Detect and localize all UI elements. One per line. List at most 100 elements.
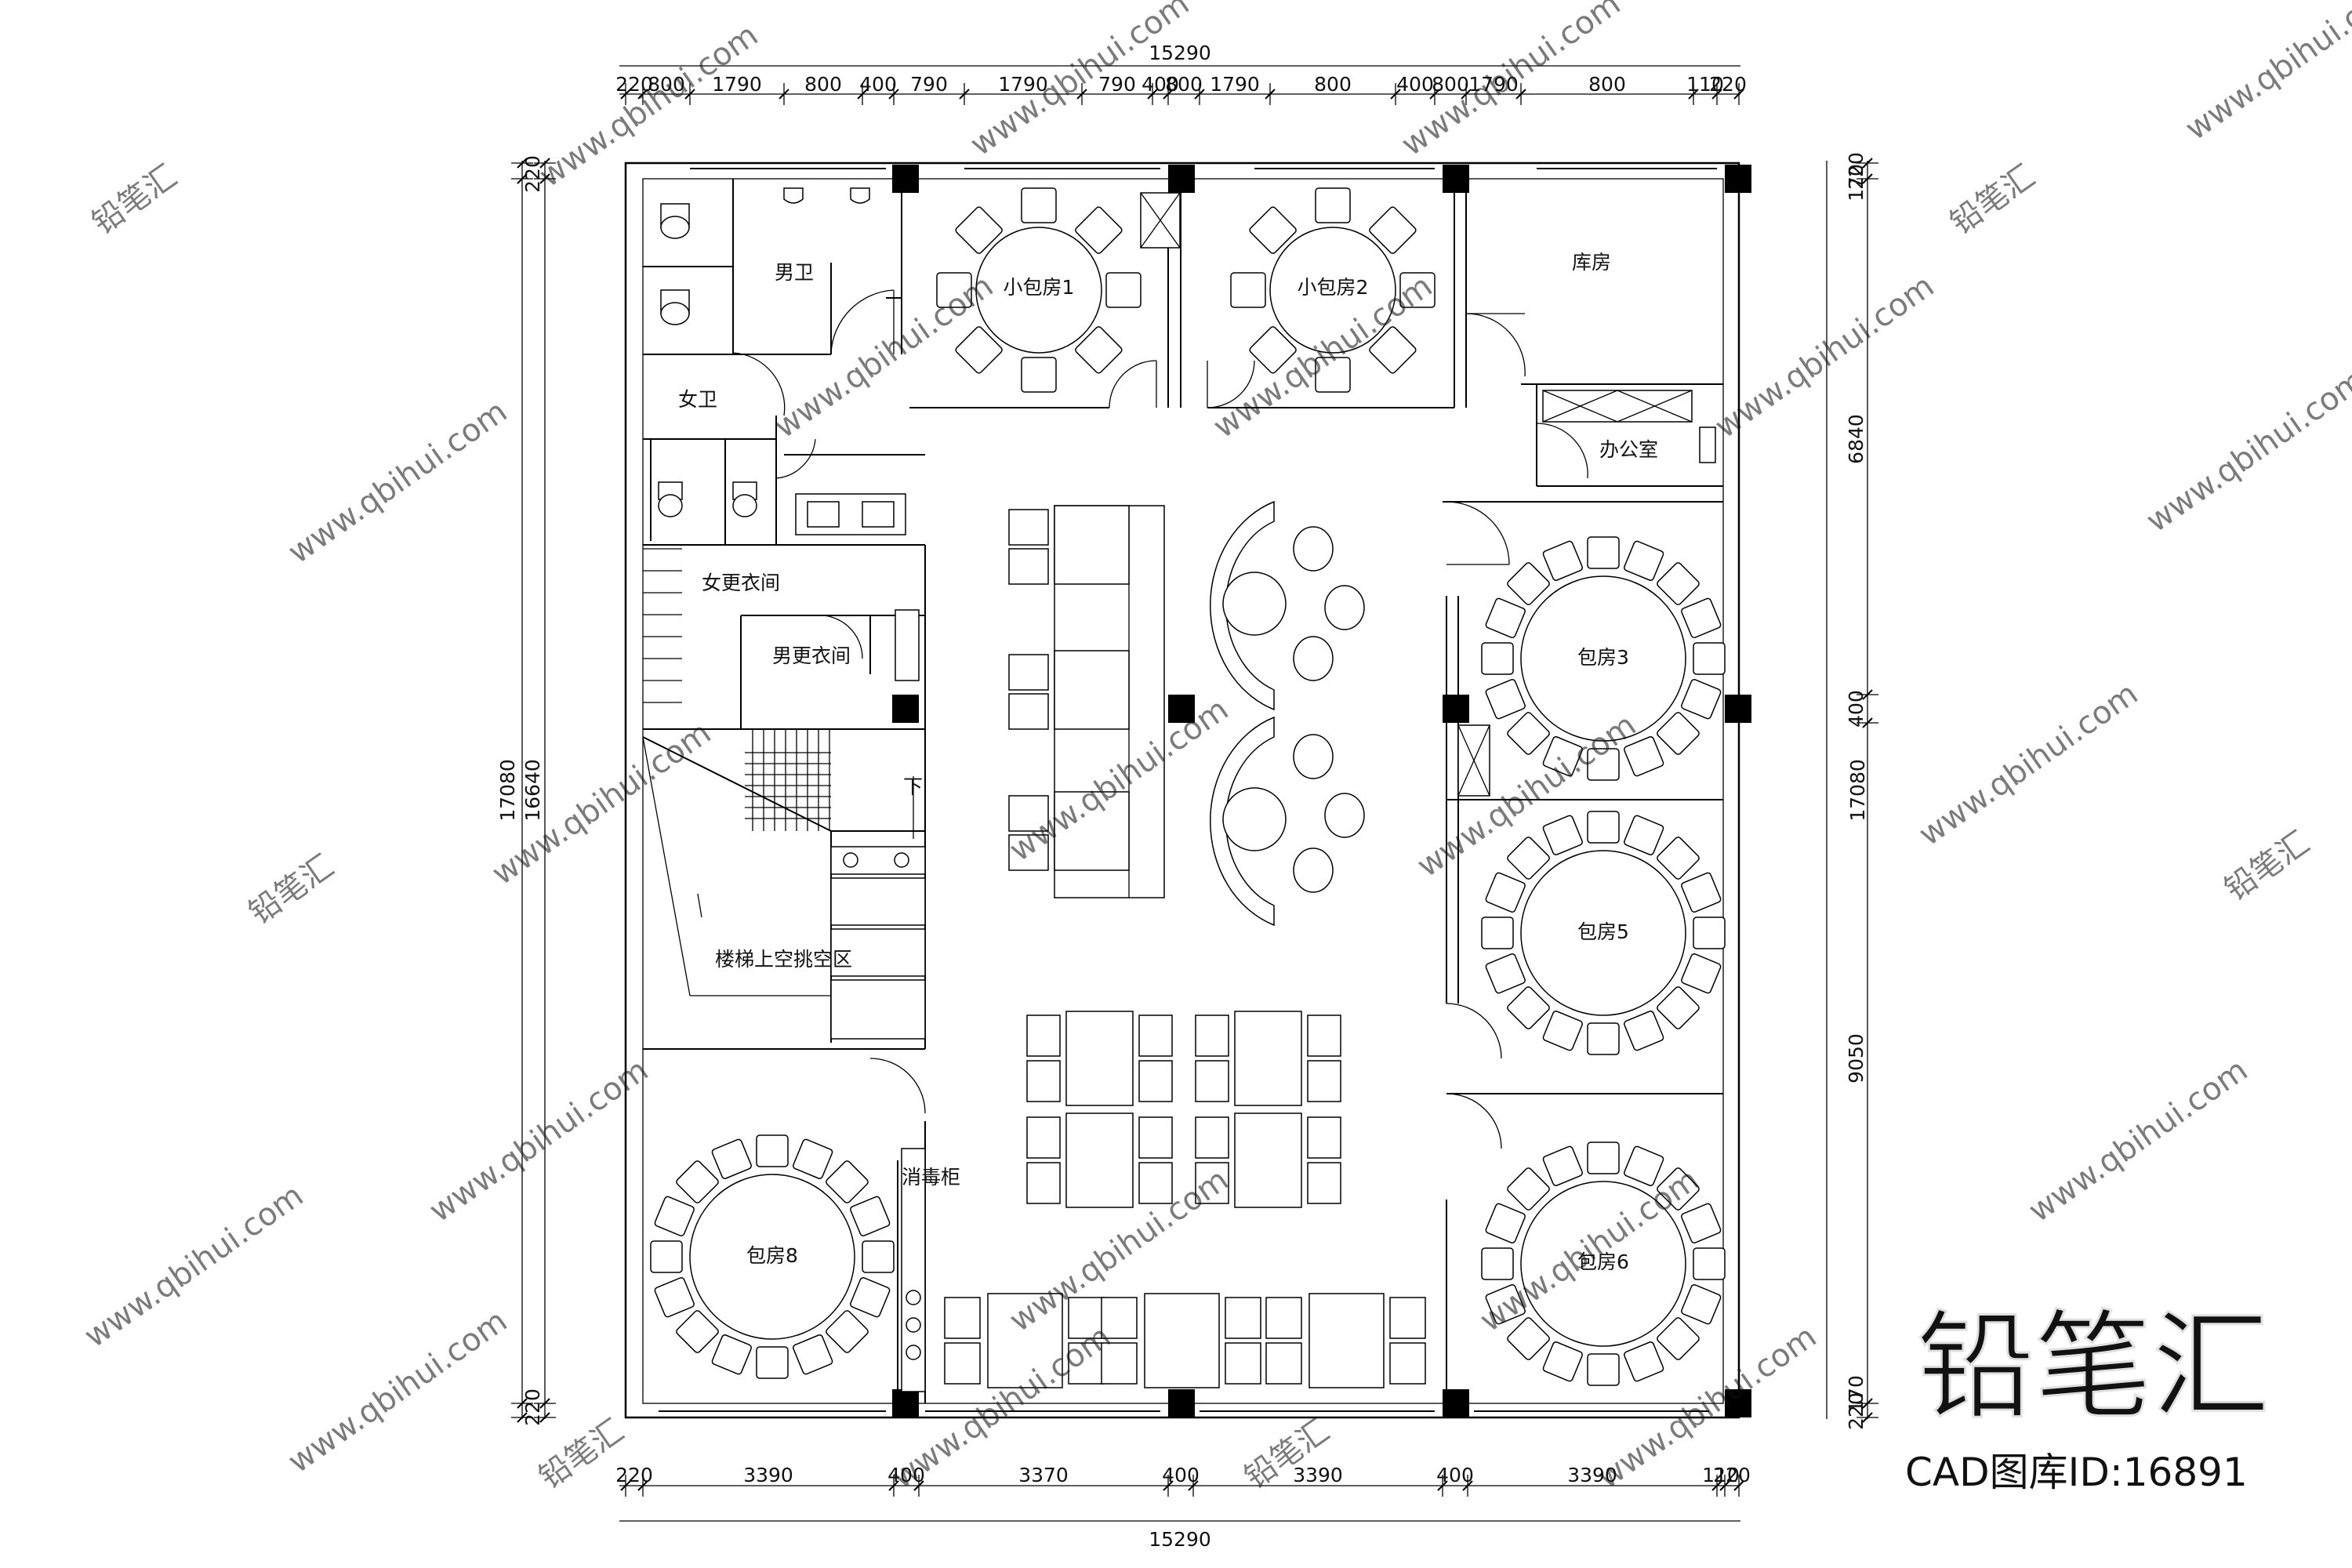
right-segment-dim: 400 xyxy=(1845,690,1867,728)
chair xyxy=(944,1342,981,1385)
chair xyxy=(862,1240,895,1273)
bottom-total-dim: 15290 xyxy=(1149,1528,1211,1551)
bottom-segment-dim: 3390 xyxy=(1293,1464,1343,1486)
chair xyxy=(826,1160,869,1203)
private-8-label: 包房8 xyxy=(746,1244,798,1267)
door-swings xyxy=(732,289,1588,1149)
chair xyxy=(1315,187,1351,223)
chair xyxy=(1481,1247,1514,1280)
chair xyxy=(1542,736,1583,777)
right-segment-dim: 6840 xyxy=(1845,414,1867,464)
round-table xyxy=(1269,227,1396,354)
chair xyxy=(1307,1116,1341,1159)
chair xyxy=(1542,815,1583,855)
bottom-segment-dim: 3390 xyxy=(743,1464,793,1486)
storage-label: 库房 xyxy=(1572,251,1611,274)
chair xyxy=(1230,272,1266,308)
round-table xyxy=(1520,850,1686,1016)
chair xyxy=(1507,562,1550,605)
chair xyxy=(1507,986,1550,1029)
bottom-segment-dim: 400 xyxy=(1436,1464,1474,1486)
chair xyxy=(1657,562,1700,605)
brand-watermark: 铅笔汇 xyxy=(1917,1299,2270,1436)
chair xyxy=(650,1240,683,1273)
chair xyxy=(1485,1284,1526,1325)
chair xyxy=(1369,326,1417,374)
chair xyxy=(955,206,1003,254)
chair xyxy=(1249,206,1297,254)
dining-table xyxy=(1234,1112,1302,1208)
chair xyxy=(1021,187,1057,223)
top-segment-dim: 800 xyxy=(1165,73,1203,96)
chair xyxy=(1587,811,1620,844)
dining-table xyxy=(1065,1112,1134,1208)
chair xyxy=(1485,1203,1526,1243)
top-segment-dim: 1790 xyxy=(998,73,1048,96)
chair xyxy=(793,1138,833,1179)
repeating-watermark: www.qbihui.com xyxy=(281,1303,514,1480)
chair xyxy=(1195,1116,1229,1159)
chair xyxy=(1657,712,1700,755)
repeating-watermark: 铅笔汇 xyxy=(1944,158,2042,242)
repeating-watermark: www.qbihui.com xyxy=(1708,268,1940,445)
bottom-segment-dim: 3370 xyxy=(1018,1464,1069,1486)
bottom-segment-dim: 110 xyxy=(1702,1464,1740,1486)
repeating-watermark: www.qbihui.com xyxy=(78,1178,310,1355)
dining-table xyxy=(1234,1011,1302,1106)
chair xyxy=(1485,953,1526,994)
chair xyxy=(1657,1167,1700,1210)
top-segment-dim: 1790 xyxy=(1468,73,1519,96)
left-inner-dim: 16640 xyxy=(521,759,544,822)
chair xyxy=(1068,1342,1105,1385)
cad-id-watermark: CAD图库ID:16891 xyxy=(1905,1450,2248,1495)
office-label: 办公室 xyxy=(1599,438,1658,461)
repeating-watermark: 铅笔汇 xyxy=(85,158,183,242)
chair xyxy=(1195,1162,1229,1204)
private-6-label: 包房6 xyxy=(1577,1250,1629,1273)
chair xyxy=(1249,326,1297,374)
repeating-watermark: www.qbihui.com xyxy=(2140,362,2352,539)
chair xyxy=(1587,748,1620,781)
chair xyxy=(1485,872,1526,913)
left-dimensions: 17080 16640 220 220 xyxy=(496,155,556,1426)
chair xyxy=(756,1346,789,1379)
men-toilet-label: 男卫 xyxy=(775,261,814,284)
top-segment-dim: 110 xyxy=(1686,73,1724,96)
repeating-watermark: www.qbihui.com xyxy=(1912,676,2144,853)
chair xyxy=(1075,206,1123,254)
chair xyxy=(1624,1011,1664,1051)
repeating-watermark: 铅笔汇 xyxy=(2218,825,2316,909)
chair xyxy=(1657,837,1700,880)
repeating-watermark: www.qbihui.com xyxy=(485,715,717,892)
small-private-2-label: 小包房2 xyxy=(1298,276,1369,299)
top-segment-dim: 800 xyxy=(1588,73,1626,96)
top-segment-dim: 220 xyxy=(1709,73,1747,96)
chair xyxy=(944,1297,981,1339)
bottom-segment-dim: 3390 xyxy=(1567,1464,1617,1486)
central-booths xyxy=(1008,500,1365,927)
top-segment-dim: 790 xyxy=(910,73,948,96)
chair xyxy=(1657,986,1700,1029)
left-outer-dim: 17080 xyxy=(496,759,519,822)
chair xyxy=(1587,1353,1620,1386)
repeating-watermark: www.qbihui.com xyxy=(281,394,514,571)
right-segment-dim: 220 xyxy=(1845,1392,1867,1430)
right-segment-dim: 220 xyxy=(1845,152,1867,190)
repeating-watermark: www.qbihui.com xyxy=(2179,0,2352,147)
chair xyxy=(1681,1203,1722,1243)
chair xyxy=(1657,1317,1700,1360)
bottom-segment-dim: 400 xyxy=(1162,1464,1200,1486)
chair xyxy=(1624,540,1664,581)
chair xyxy=(1587,1022,1620,1055)
top-segment-dim: 800 xyxy=(1432,73,1469,96)
men-changing-label: 男更衣间 xyxy=(772,644,851,667)
dining-table xyxy=(1144,1293,1220,1388)
top-segment-dim: 800 xyxy=(648,73,685,96)
chair xyxy=(711,1138,752,1179)
chair xyxy=(1307,1014,1341,1057)
chair xyxy=(1026,1162,1061,1204)
chair xyxy=(1399,272,1436,308)
